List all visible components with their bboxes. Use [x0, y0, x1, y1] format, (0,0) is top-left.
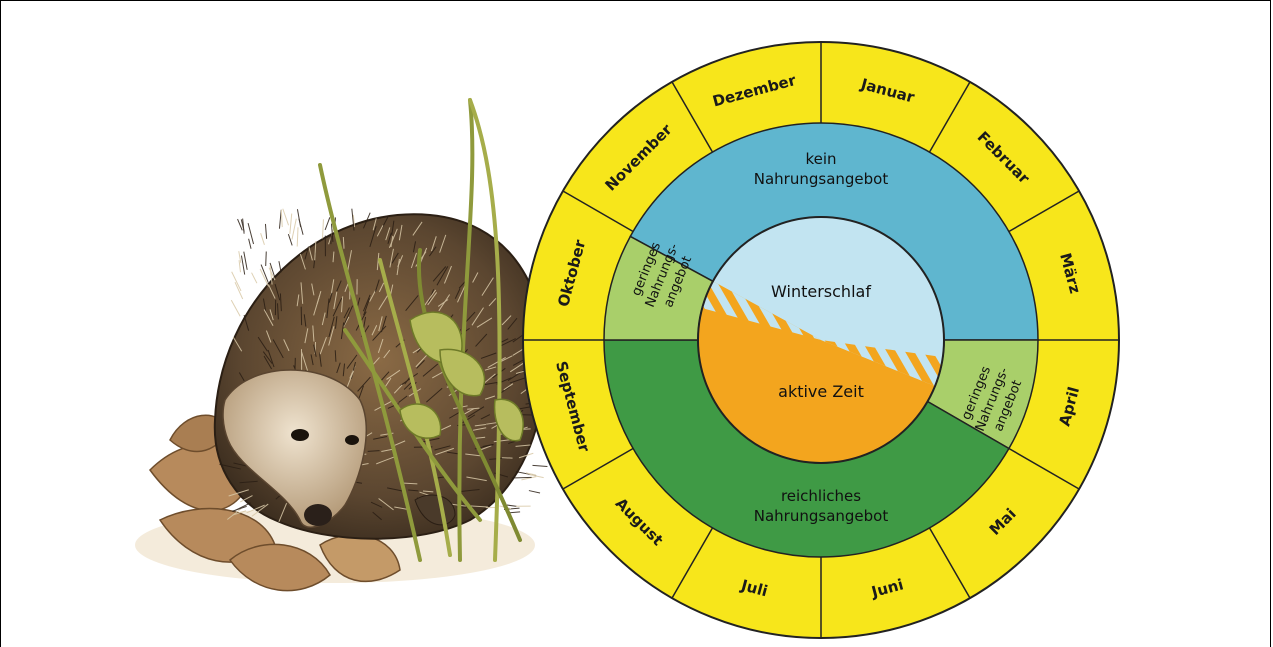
hedgehog-illustration: [135, 100, 547, 591]
hedgehog-nose: [304, 504, 332, 526]
label-hibernation: Winterschlaf: [771, 282, 871, 301]
hedgehog-eye: [291, 429, 309, 441]
label-active-time: aktive Zeit: [778, 382, 864, 401]
activity-core: [698, 217, 944, 463]
hedgehog-eye: [345, 435, 359, 445]
hedgehog-face: [223, 370, 366, 527]
year-wheel: JanuarFebruarMärzAprilMaiJuniJuliAugustS…: [523, 42, 1119, 638]
